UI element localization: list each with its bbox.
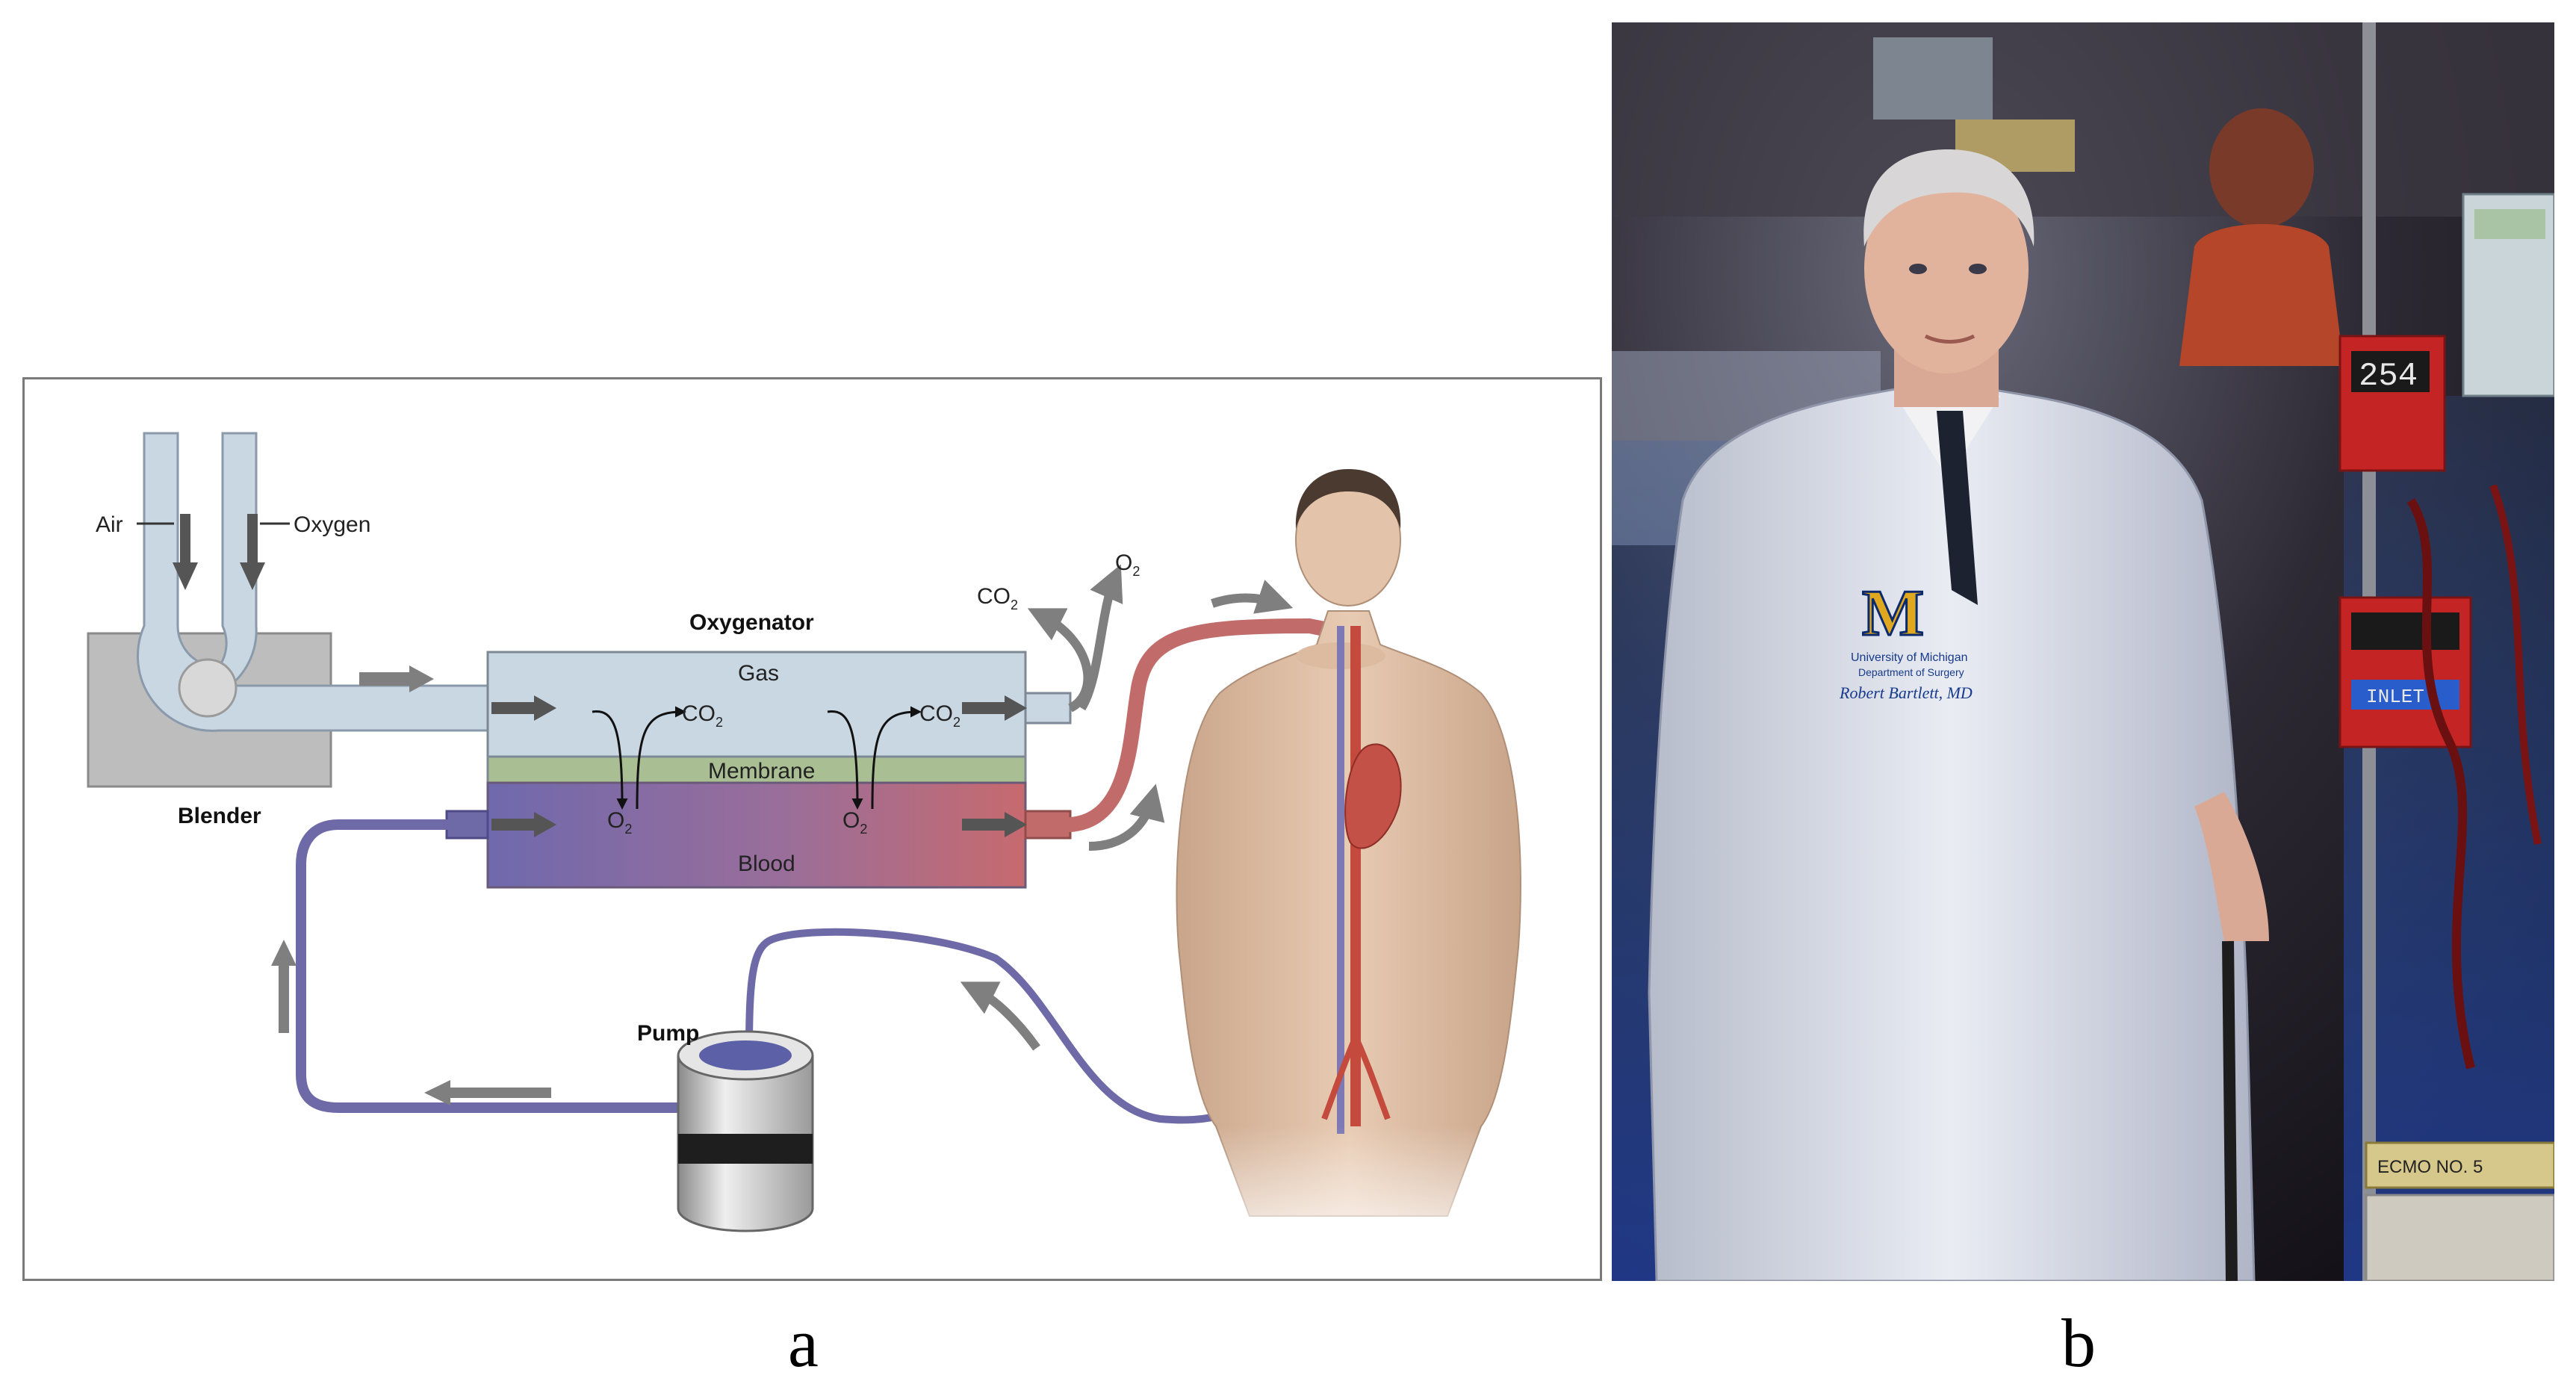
air-flow-arrow-icon — [173, 562, 198, 590]
coat-university-text: University of Michigan — [1851, 651, 1968, 664]
gas-label: Gas — [738, 661, 779, 686]
patient-figure — [1160, 469, 1548, 1276]
doctor-figure — [1648, 149, 2269, 1281]
ecmo-console — [2365, 1194, 2554, 1281]
panel-a-caption: a — [788, 1305, 819, 1381]
oxygen-label: Oxygen — [294, 512, 370, 537]
air-label: Air — [96, 512, 123, 537]
svg-text:CO2: CO2 — [977, 584, 1018, 612]
ecmo-diagram: Air Oxygen Blender Oxygenator Gas Membra… — [87, 432, 1548, 1276]
svg-text:CO2: CO2 — [919, 701, 960, 730]
flow-arrow-icon — [409, 666, 434, 692]
oxygenator-label: Oxygenator — [689, 610, 814, 635]
ecmo-diagram-panel: Air Oxygen Blender Oxygenator Gas Membra… — [22, 377, 1602, 1281]
blood-label: Blood — [738, 851, 795, 876]
icu-photo: 254 INLET ECMO NO. 5 M University of Mic… — [1612, 22, 2554, 1281]
monitor-screen — [1873, 37, 1993, 120]
coat-department-text: Department of Surgery — [1858, 666, 1964, 678]
svg-text:O2: O2 — [1115, 550, 1140, 579]
svg-text:O2: O2 — [842, 808, 867, 837]
pump-display: 254 — [2359, 358, 2418, 395]
oxygen-flow-arrow-icon — [240, 562, 265, 590]
inlet-label: INLET — [2366, 686, 2424, 708]
pump — [677, 1030, 814, 1232]
svg-text:CO2: CO2 — [682, 701, 723, 730]
coat-name-text: Robert Bartlett, MD — [1839, 683, 1973, 702]
ecmo-label: ECMO NO. 5 — [2377, 1157, 2483, 1177]
blender — [87, 432, 549, 788]
blender-label: Blender — [178, 804, 261, 828]
photo-panel: 254 INLET ECMO NO. 5 M University of Mic… — [1612, 22, 2554, 1281]
pump-label: Pump — [637, 1021, 699, 1046]
membrane-label: Membrane — [708, 759, 815, 784]
oxygenator — [445, 651, 1072, 889]
panel-b-caption: b — [2061, 1305, 2096, 1381]
university-logo-letter: M — [1862, 577, 1924, 650]
svg-text:O2: O2 — [607, 808, 632, 837]
